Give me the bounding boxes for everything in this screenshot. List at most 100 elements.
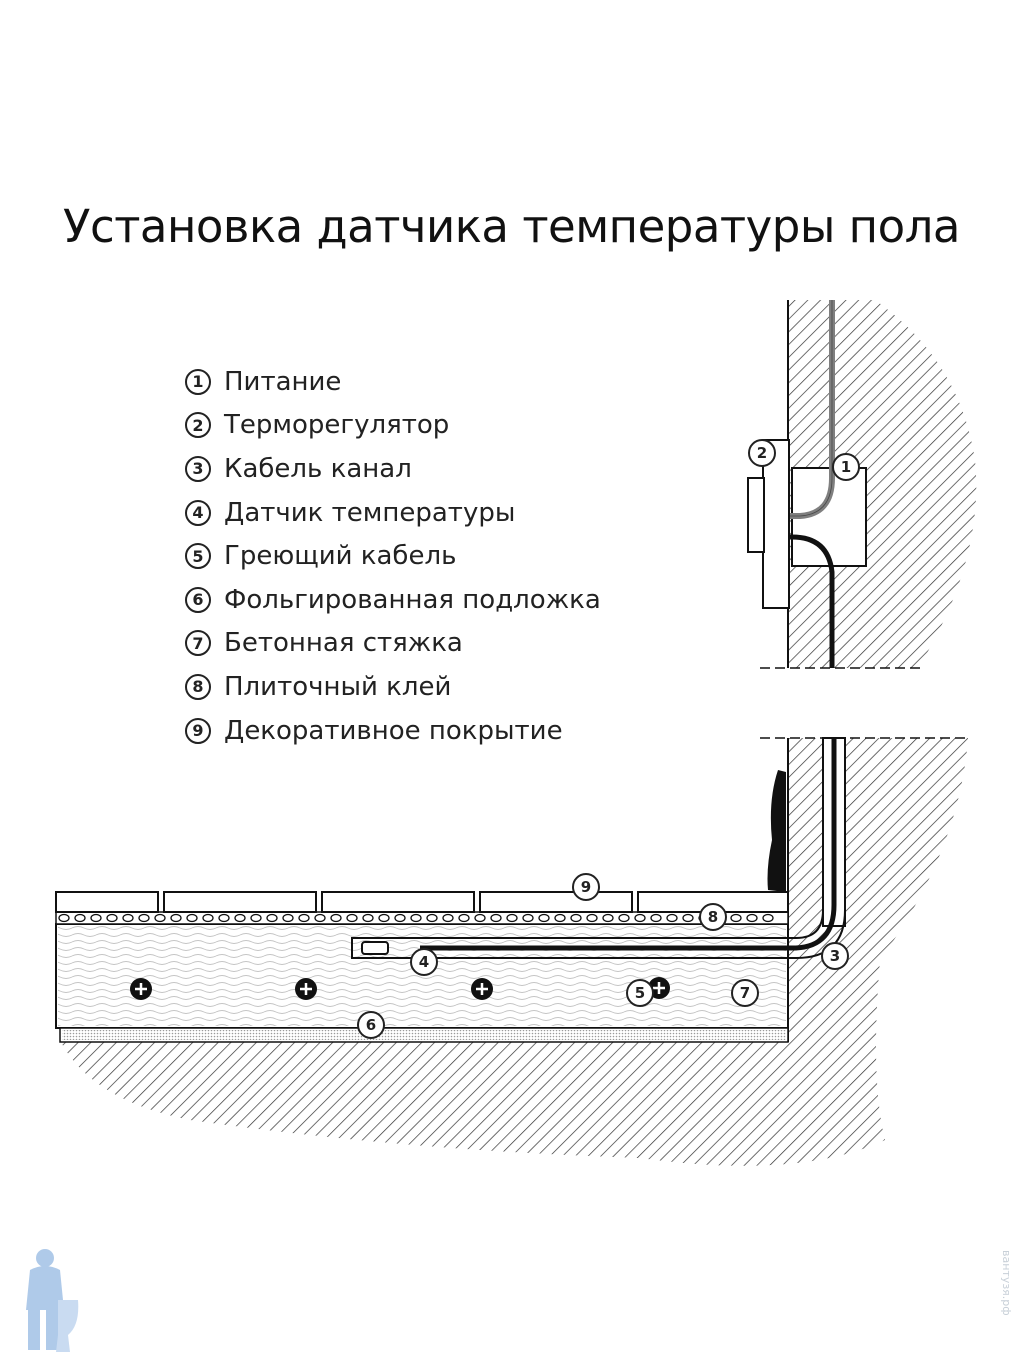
legend-item-decorative-covering: 9 Декоративное покрытие (185, 709, 601, 753)
adhesive-texture-mark (746, 913, 758, 923)
legend-number: 6 (185, 586, 211, 613)
adhesive-texture-mark (378, 913, 390, 923)
foil-underlay-texture (62, 1030, 786, 1040)
adhesive-texture-mark (602, 913, 614, 923)
adhesive-texture-mark (506, 913, 518, 923)
legend-item-power: 1 Питание (185, 360, 601, 404)
legend-label: Греющий кабель (224, 541, 457, 572)
floor-tile (163, 891, 317, 913)
sensor-tube (351, 738, 846, 959)
legend-item-cable-channel: 3 Кабель канал (185, 447, 601, 491)
adhesive-texture-mark (314, 913, 326, 923)
adhesive-texture-mark (186, 913, 198, 923)
adhesive-texture-mark (442, 913, 454, 923)
legend-number: 4 (185, 499, 211, 526)
legend: 1 Питание 2 Терморегулятор 3 Кабель кана… (185, 360, 601, 752)
svg-text:8: 8 (708, 908, 718, 926)
adhesive-texture-mark (762, 913, 774, 923)
adhesive-texture-mark (74, 913, 86, 923)
legend-number: 5 (185, 543, 211, 570)
adhesive-texture-mark (538, 913, 550, 923)
wall-upper (788, 300, 977, 668)
legend-number: 7 (185, 630, 211, 657)
adhesive-texture-mark (650, 913, 662, 923)
legend-label: Фольгированная подложка (224, 584, 601, 615)
adhesive-texture-mark (426, 913, 438, 923)
svg-text:9: 9 (581, 878, 591, 896)
adhesive-texture-mark (586, 913, 598, 923)
legend-number: 3 (185, 455, 211, 482)
callout-2: 2 (748, 439, 776, 467)
svg-text:7: 7 (740, 984, 750, 1002)
adhesive-texture-mark (522, 913, 534, 923)
adhesive-texture-mark (730, 913, 742, 923)
legend-number: 8 (185, 673, 211, 700)
legend-label: Кабель канал (224, 453, 412, 484)
legend-label: Декоративное покрытие (224, 715, 563, 746)
heating-cable-section (130, 978, 152, 1000)
adhesive-texture-mark (618, 913, 630, 923)
legend-number: 9 (185, 717, 211, 744)
legend-label: Питание (224, 366, 342, 397)
legend-item-temperature-sensor: 4 Датчик температуры (185, 491, 601, 535)
adhesive-texture-mark (474, 913, 486, 923)
temperature-sensor (361, 941, 389, 955)
heating-cable-section (471, 978, 493, 1000)
legend-item-concrete-screed: 7 Бетонная стяжка (185, 622, 601, 666)
legend-item-tile-adhesive: 8 Плиточный клей (185, 665, 601, 709)
floor-tile (321, 891, 475, 913)
svg-text:6: 6 (366, 1016, 376, 1034)
legend-label: Плиточный клей (224, 671, 452, 702)
adhesive-texture-mark (490, 913, 502, 923)
adhesive-texture-mark (554, 913, 566, 923)
svg-text:1: 1 (841, 458, 851, 476)
screed-texture (58, 926, 786, 1026)
adhesive-texture-mark (122, 913, 134, 923)
plumber-logo-icon (26, 1249, 79, 1352)
sensor-wire (789, 534, 835, 668)
adhesive-texture-mark (682, 913, 694, 923)
adhesive-texture-mark (234, 913, 246, 923)
legend-item-foil-underlay: 6 Фольгированная подложка (185, 578, 601, 622)
adhesive-texture-mark (90, 913, 102, 923)
adhesive-texture-mark (170, 913, 182, 923)
svg-text:4: 4 (419, 953, 429, 971)
adhesive-texture-mark (330, 913, 342, 923)
svg-text:3: 3 (830, 947, 840, 965)
callout-7: 7 (731, 979, 759, 1007)
adhesive-texture-mark (218, 913, 230, 923)
callout-8: 8 (699, 903, 727, 931)
adhesive-texture-mark (666, 913, 678, 923)
adhesive-texture-mark (346, 913, 358, 923)
callout-1: 1 (832, 453, 860, 481)
adhesive-texture-mark (282, 913, 294, 923)
power-cable-outline (790, 300, 833, 517)
adhesive-texture-mark (138, 913, 150, 923)
sensor-wire-lower (420, 738, 837, 951)
legend-label: Бетонная стяжка (224, 628, 463, 659)
adhesive-texture-mark (266, 913, 278, 923)
adhesive-texture-mark (202, 913, 214, 923)
adhesive-texture-mark (458, 913, 470, 923)
adhesive-texture-mark (298, 913, 310, 923)
watermark: вантузя.рф (1000, 1250, 1013, 1316)
floor-tile (479, 891, 633, 913)
adhesive-texture-mark (58, 913, 70, 923)
floor-tile (55, 891, 159, 913)
adhesive-texture-mark (634, 913, 646, 923)
legend-label: Терморегулятор (224, 410, 450, 441)
tile-adhesive (55, 911, 789, 925)
callout-4: 4 (410, 948, 438, 976)
wall-tile-edge (767, 770, 786, 892)
adhesive-texture-mark (394, 913, 406, 923)
svg-text:5: 5 (635, 984, 645, 1002)
callout-6: 6 (357, 1011, 385, 1039)
adhesive-texture-mark (250, 913, 262, 923)
svg-text:2: 2 (757, 444, 767, 462)
adhesive-texture-mark (570, 913, 582, 923)
legend-label: Датчик температуры (224, 497, 516, 528)
callout-5: 5 (626, 979, 654, 1007)
adhesive-texture-mark (410, 913, 422, 923)
wall-lower-and-base (60, 738, 968, 1166)
